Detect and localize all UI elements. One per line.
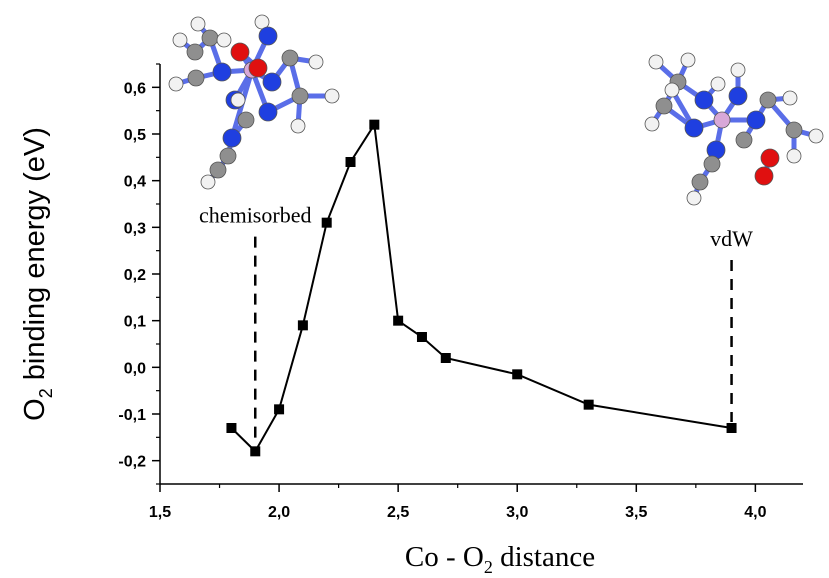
x-tick-label: 3,5 <box>625 504 647 521</box>
y-tick-label: 0,6 <box>124 80 146 97</box>
data-point <box>440 353 451 363</box>
data-point <box>393 315 404 326</box>
molecule-atom <box>710 76 726 92</box>
molecule-atom <box>209 161 227 179</box>
data-point <box>250 446 261 457</box>
data-point <box>369 119 380 130</box>
x-tick-label: 4,0 <box>744 504 766 521</box>
x-tick-label: 1,5 <box>149 504 171 521</box>
molecule-atom <box>694 90 714 110</box>
data-point <box>321 217 332 228</box>
y-tick-label: 0,4 <box>124 174 146 191</box>
annotation-label: vdW <box>710 226 753 251</box>
molecule-atom <box>186 43 204 61</box>
data-point <box>512 369 523 380</box>
data-point <box>226 423 237 433</box>
x-axis-title: Co - O2 distance <box>405 541 595 577</box>
molecule-atom <box>808 128 824 144</box>
molecule-atom <box>754 166 774 186</box>
molecule-atom <box>200 174 216 190</box>
y-tick-label: -0,1 <box>118 407 146 424</box>
annotation-label: chemisorbed <box>199 203 311 228</box>
molecule-atom <box>258 26 278 46</box>
vdw-molecule <box>644 52 824 206</box>
molecule-atom <box>190 16 206 32</box>
molecule-atom <box>172 32 188 48</box>
x-tick-label: 3,0 <box>506 504 528 521</box>
y-tick-label: 0,2 <box>124 267 146 284</box>
molecule-atom <box>291 87 309 105</box>
molecule-atom <box>782 90 798 106</box>
molecule-atom <box>759 91 777 109</box>
molecule-atom <box>262 72 282 92</box>
data-point <box>583 399 594 410</box>
y-tick-label: 0,0 <box>124 360 146 377</box>
molecule-atom <box>703 155 721 173</box>
molecule-atom <box>219 147 237 165</box>
molecule-atom <box>728 86 748 106</box>
molecule-atom <box>230 92 246 108</box>
molecule-atom <box>281 49 299 67</box>
data-point <box>297 320 308 331</box>
molecule-atom <box>691 173 709 191</box>
data-point <box>416 332 427 342</box>
molecule-atom <box>168 76 184 92</box>
molecule-atom <box>216 32 232 48</box>
molecule-atom <box>248 58 268 78</box>
y-tick-label: 0,5 <box>124 127 146 144</box>
molecule-atom <box>258 102 278 122</box>
molecule-atom <box>735 131 753 149</box>
chemisorbed-molecule <box>168 14 340 190</box>
y-tick-label: 0,1 <box>124 314 146 331</box>
molecule-atom <box>644 116 660 132</box>
y-axis-title: O2 binding energy (eV) <box>19 127 56 421</box>
molecule-atom <box>308 54 324 70</box>
data-point <box>726 423 737 433</box>
data-series <box>226 119 737 457</box>
molecule-atom <box>760 148 780 168</box>
molecule-atom <box>680 52 696 68</box>
molecule-atom <box>324 88 340 104</box>
x-tick-label: 2,0 <box>268 504 290 521</box>
molecule-atom <box>730 62 746 78</box>
molecule-atom <box>713 111 731 129</box>
molecule-illustrations <box>168 14 824 206</box>
molecule-atom <box>785 121 803 139</box>
molecule-atom <box>230 42 250 62</box>
data-point <box>274 404 285 415</box>
annotations: chemisorbed vdW <box>199 203 753 446</box>
molecule-atom <box>655 97 673 115</box>
axes: 1,5 2,0 2,5 3,0 3,5 4,0 -0,2 -0,1 0,0 0,1 0,2 0,3 0,… <box>118 63 803 521</box>
molecule-atom <box>746 110 766 130</box>
molecule-atom <box>686 190 702 206</box>
molecule-atom <box>786 148 802 164</box>
molecule-atom <box>212 62 232 82</box>
y-tick-label: -0,2 <box>118 454 146 471</box>
molecule-atom <box>201 29 219 47</box>
series-line <box>230 121 732 453</box>
data-point <box>345 157 356 167</box>
axis-labels: Co - O2 distance O2 binding energy (eV) <box>19 127 595 577</box>
molecule-atom <box>237 111 255 129</box>
molecule-atom <box>290 118 306 134</box>
molecule-atom <box>664 82 680 98</box>
molecule-atom <box>222 128 242 148</box>
molecule-atom <box>684 118 704 138</box>
x-tick-label: 2,5 <box>387 504 409 521</box>
molecule-atom <box>648 54 664 70</box>
molecule-atom <box>187 69 205 87</box>
y-tick-label: 0,3 <box>124 220 146 237</box>
